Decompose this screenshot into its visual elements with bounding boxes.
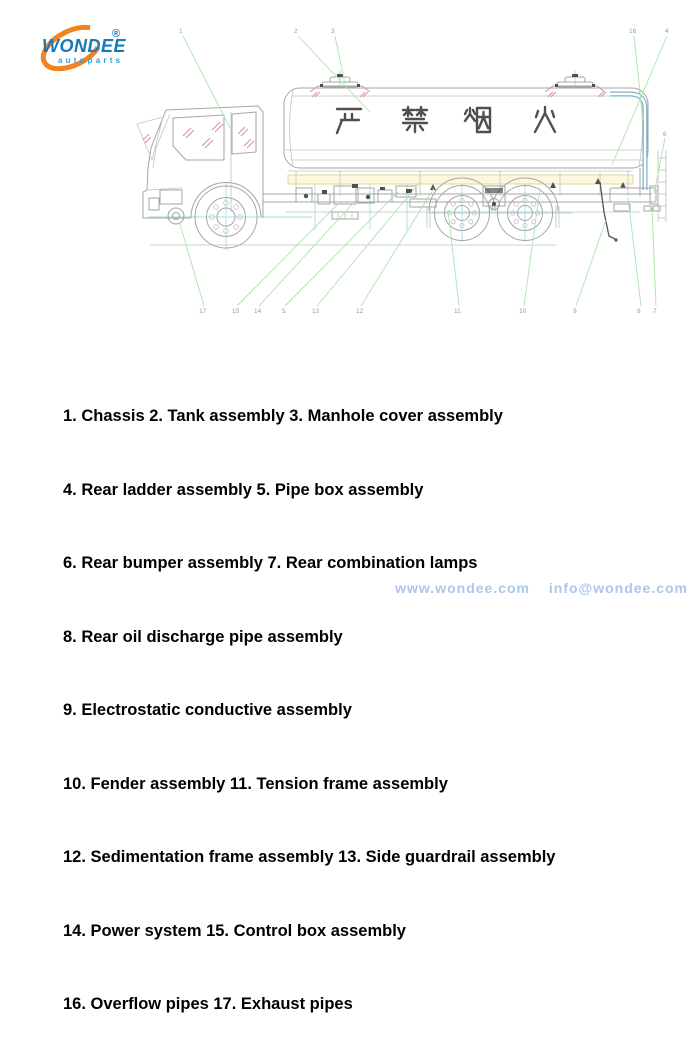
truck-diagram: 1 2 3 16 4 6 17 15 14 5 13 12 11 10 9 8 … <box>136 28 669 315</box>
tank-marking-text <box>335 105 557 135</box>
side-guardrail <box>287 174 634 185</box>
rear-wheel-2 <box>497 185 553 241</box>
window-reflections <box>142 121 255 149</box>
tank-assembly <box>283 74 649 169</box>
electrostatic-chain <box>599 181 616 240</box>
svg-text:10: 10 <box>519 308 527 315</box>
parts-list-line-1: 1. Chassis 2. Tank assembly 3. Manhole c… <box>63 407 503 425</box>
rear-bumper <box>609 187 657 203</box>
svg-text:17: 17 <box>199 308 207 315</box>
callout-9: 9 <box>573 219 607 315</box>
callouts: 1 2 3 16 4 6 17 15 14 5 13 12 11 10 9 8 … <box>179 28 669 315</box>
logo-wordmark: WONDEE <box>42 36 126 56</box>
sedimentation-frame <box>395 185 417 198</box>
wondee-logo: WONDEE ® autoparts <box>16 6 146 82</box>
callout-14: 14 <box>254 199 357 315</box>
parts-list-line-9: 16. Overflow pipes 17. Exhaust pipes <box>63 995 353 1013</box>
parts-list-line-3: 6. Rear bumper assembly 7. Rear combinat… <box>63 554 478 572</box>
rear-fender <box>426 177 560 228</box>
manhole-cover-1 <box>309 74 371 93</box>
callout-8: 8 <box>627 197 642 315</box>
svg-text:6: 6 <box>663 131 667 138</box>
callout-10: 10 <box>519 187 541 315</box>
chassis <box>263 170 652 220</box>
callout-2: 2 <box>294 28 371 113</box>
oil-discharge-pipe <box>613 203 631 212</box>
parts-list-line-8: 14. Power system 15. Control box assembl… <box>63 921 406 940</box>
registered-trademark-icon: ® <box>112 28 121 40</box>
parts-list-line-5: 9. Electrostatic conductive assembly <box>63 701 352 719</box>
svg-text:1: 1 <box>179 28 183 35</box>
parts-list: 1. Chassis 2. Tank assembly 3. Manhole c… <box>63 355 555 1041</box>
cab-front-window <box>172 114 225 161</box>
char-yan2 <box>463 106 492 134</box>
footer-website: www.wondee.com <box>395 580 530 596</box>
callout-12: 12 <box>356 187 435 315</box>
parts-list-line-2: 4. Rear ladder assembly 5. Pipe box asse… <box>63 480 424 499</box>
logo-tagline: autoparts <box>58 56 124 65</box>
truck-cab <box>136 105 264 249</box>
svg-text:5: 5 <box>282 308 286 315</box>
parts-list-line-4: 8. Rear oil discharge pipe assembly <box>63 627 343 646</box>
manhole-cover-2 <box>544 74 606 93</box>
svg-text:13: 13 <box>312 308 320 315</box>
rear-wheel-1 <box>434 185 490 241</box>
svg-text:8: 8 <box>637 308 641 315</box>
callout-16: 16 <box>629 28 644 121</box>
callout-3: 3 <box>331 28 346 85</box>
tandem-axle <box>482 185 506 210</box>
callout-6: 6 <box>653 131 667 195</box>
svg-text:15: 15 <box>232 308 240 315</box>
front-wheel <box>194 185 258 249</box>
char-jin <box>401 105 429 134</box>
callout-11: 11 <box>447 209 461 315</box>
parts-list-line-7: 12. Sedimentation frame assembly 13. Sid… <box>63 848 556 866</box>
callout-15: 15 <box>232 203 339 315</box>
power-system <box>357 187 375 204</box>
svg-text:4: 4 <box>665 28 669 35</box>
footer-email: info@wondee.com <box>548 580 688 596</box>
footer-contact: www.wondee.com info@wondee.com <box>381 580 688 596</box>
parts-list-line-6: 10. Fender assembly 11. Tension frame as… <box>63 774 448 793</box>
svg-text:12: 12 <box>356 308 364 315</box>
svg-text:16: 16 <box>629 28 637 35</box>
rear-combination-lamps <box>643 205 652 212</box>
svg-text:7: 7 <box>653 308 657 315</box>
pipe-box <box>295 187 313 203</box>
svg-text:2: 2 <box>294 28 298 35</box>
exhaust-outlet <box>167 207 185 225</box>
callout-1: 1 <box>179 28 231 129</box>
tank-top-ticks <box>311 91 607 98</box>
cab-mirror <box>136 116 164 162</box>
logo-swoosh-icon <box>38 24 106 75</box>
callout-5: 5 <box>282 191 399 315</box>
svg-text:9: 9 <box>573 308 577 315</box>
callout-7: 7 <box>651 207 657 315</box>
svg-text:11: 11 <box>454 308 461 315</box>
front-bumper-box <box>159 189 183 205</box>
svg-text:14: 14 <box>254 308 262 315</box>
callout-4: 4 <box>611 28 669 166</box>
callout-13: 13 <box>312 181 421 315</box>
char-huo <box>533 105 557 134</box>
callout-17: 17 <box>179 223 207 315</box>
svg-text:3: 3 <box>331 28 335 35</box>
rear-section <box>426 91 667 242</box>
control-box <box>333 185 357 205</box>
chassis-equipment <box>295 178 626 220</box>
char-yan <box>335 107 363 135</box>
cab-rear-window <box>231 111 257 155</box>
